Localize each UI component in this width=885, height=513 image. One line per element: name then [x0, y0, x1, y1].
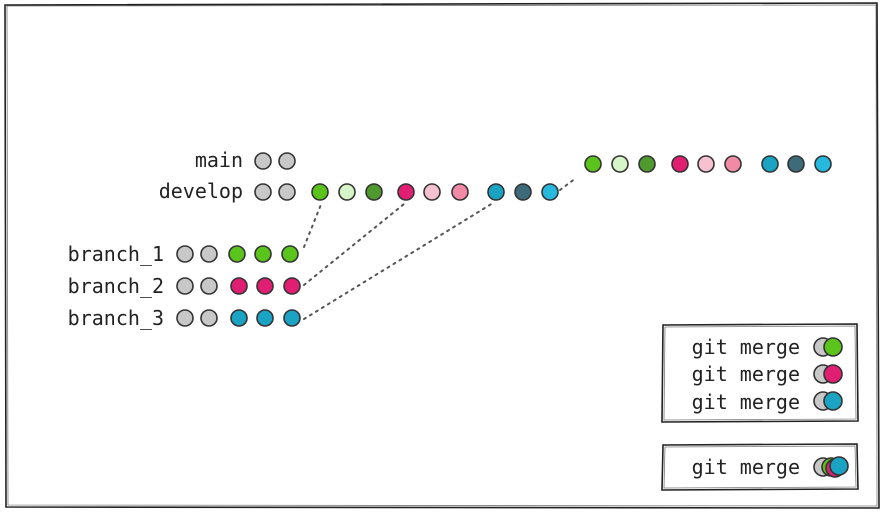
merge-target-circle: [823, 391, 843, 411]
commit-dot-main-merged: [787, 155, 805, 173]
commit-dot-develop: [487, 183, 505, 201]
branch-label-develop: develop: [159, 179, 243, 203]
commit-dot-develop: [278, 183, 296, 201]
commit-dot-branch_2: [176, 277, 194, 295]
commit-dot-develop: [365, 183, 383, 201]
connector-branch_2: [303, 203, 405, 286]
commit-dot-main-merged: [697, 155, 715, 173]
branch-label-branch_3: branch_3: [68, 306, 164, 330]
commit-dot-branch_1: [176, 245, 194, 263]
commit-dot-branch_1: [200, 245, 218, 263]
commit-dots: [176, 152, 832, 327]
commit-dot-branch_1: [228, 245, 246, 263]
commit-dot-main: [254, 152, 272, 170]
merge-pink-icon: [813, 364, 843, 384]
commit-dot-develop: [311, 183, 329, 201]
connector-branch_1: [303, 201, 323, 248]
commit-dot-branch_3: [200, 309, 218, 327]
commit-dot-branch_1: [254, 245, 272, 263]
merge-blue-circle: [829, 456, 849, 476]
merge-green-icon: [813, 337, 843, 357]
outer-frame: [4, 2, 880, 509]
commit-dot-main-merged: [611, 155, 629, 173]
commit-dot-main: [278, 152, 296, 170]
legend-combined: git merge: [661, 443, 859, 491]
legend-label-pink: git merge: [692, 362, 800, 386]
commit-dot-develop: [514, 183, 532, 201]
commit-dot-branch_3: [283, 309, 301, 327]
merge-target-circle: [823, 337, 843, 357]
legend-combined-frame: [661, 443, 859, 491]
commit-dot-branch_2: [256, 277, 274, 295]
commit-dot-branch_2: [200, 277, 218, 295]
legend-label-blue: git merge: [692, 390, 800, 414]
commit-dot-main-merged: [814, 155, 832, 173]
legend-individual: git merge git merge git merge: [661, 323, 859, 423]
commit-dot-branch_3: [256, 309, 274, 327]
branch-label-main: main: [195, 148, 243, 172]
commit-dot-main-merged: [584, 155, 602, 173]
commit-dot-main-merged: [638, 155, 656, 173]
commit-dot-main-merged: [761, 155, 779, 173]
commit-dot-branch_3: [176, 309, 194, 327]
commit-dot-develop: [451, 183, 469, 201]
legend-individual-frame: [661, 323, 859, 423]
commit-dot-develop: [397, 183, 415, 201]
legend-combined-frame-shadow: [663, 445, 857, 489]
commit-dot-branch_3: [230, 309, 248, 327]
merge-blue-icon: [813, 391, 843, 411]
branch-label-branch_1: branch_1: [68, 242, 164, 266]
branch-label-branch_2: branch_2: [68, 274, 164, 298]
connector-develop-main: [559, 177, 577, 191]
commit-dot-develop: [423, 183, 441, 201]
commit-dot-branch_2: [230, 277, 248, 295]
merge-connectors: [303, 177, 577, 320]
legend-individual-frame-shadow: [663, 325, 857, 421]
legend-label-combined: git merge: [692, 455, 800, 479]
commit-dot-develop: [254, 183, 272, 201]
commit-dot-develop: [541, 183, 559, 201]
commit-dot-develop: [338, 183, 356, 201]
legend-label-green: git merge: [692, 335, 800, 359]
commit-dot-branch_2: [283, 277, 301, 295]
commit-dot-main-merged: [724, 155, 742, 173]
connector-branch_3: [303, 202, 494, 320]
commit-dot-branch_1: [281, 245, 299, 263]
commit-dot-main-merged: [671, 155, 689, 173]
outer-frame-shadow: [6, 4, 878, 507]
merge-target-circle: [823, 364, 843, 384]
merge-combined-icon: [813, 456, 849, 478]
